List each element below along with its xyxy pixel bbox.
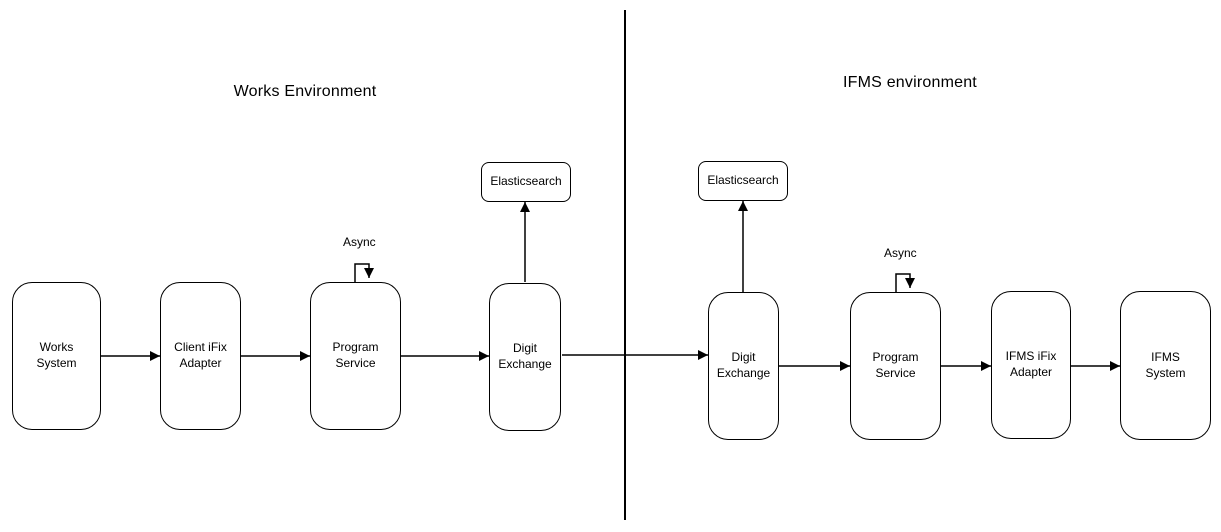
node-label: Program (332, 340, 379, 355)
node-label: System (36, 356, 77, 370)
node-label: Digit (731, 350, 756, 365)
edge-async-self-loop-ifms (895, 273, 915, 293)
node-label: Adapter (179, 356, 222, 370)
ifms-environment-title: IFMS environment (843, 74, 977, 91)
node-ifms-ifix-adapter: IFMS iFix Adapter (991, 291, 1071, 439)
node-digit-exchange-ifms: Digit Exchange (708, 292, 779, 440)
node-label: Service (875, 366, 916, 380)
async-label-ifms: Async (884, 246, 917, 260)
node-label: System (1145, 365, 1186, 380)
node-label: Client iFix (174, 340, 227, 355)
node-label: Program (872, 350, 919, 365)
node-label: Exchange (716, 366, 771, 380)
node-program-service-works: Program Service (310, 282, 401, 430)
node-elasticsearch-ifms: Elasticsearch (698, 161, 788, 201)
node-digit-exchange-works: Digit Exchange (489, 283, 561, 431)
node-label: Adapter (1009, 365, 1053, 379)
works-environment-title: Works Environment (233, 83, 377, 100)
node-elasticsearch-works: Elasticsearch (481, 162, 571, 202)
node-label: Elasticsearch (490, 174, 562, 189)
node-label: Exchange (498, 357, 552, 371)
node-label: Elasticsearch (707, 173, 779, 188)
node-ifms-system: IFMS System (1120, 291, 1211, 440)
node-label: Service (335, 356, 376, 370)
edge-async-self-loop-works (354, 263, 374, 283)
node-label: Works (39, 340, 74, 355)
node-program-service-ifms: Program Service (850, 292, 941, 440)
node-label: Digit (512, 341, 537, 356)
node-works-system: Works System (12, 282, 101, 430)
node-label: IFMS iFix (1005, 349, 1057, 364)
node-label: IFMS (1151, 349, 1180, 364)
node-client-ifix-adapter: Client iFix Adapter (160, 282, 241, 430)
async-label-works: Async (343, 235, 376, 249)
